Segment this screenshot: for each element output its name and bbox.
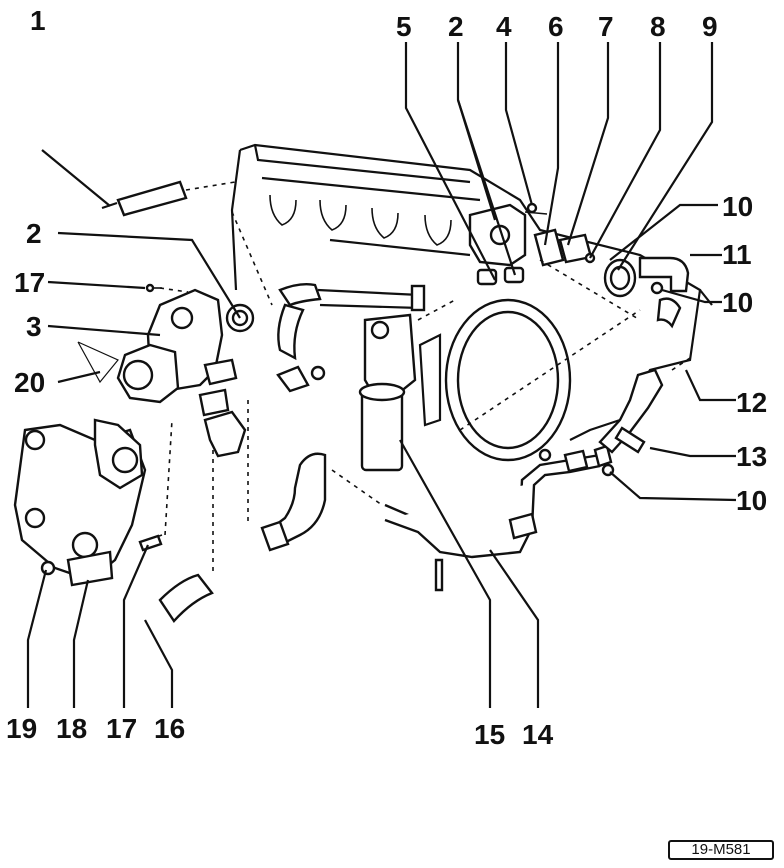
label-1: 1 [30,5,46,36]
label-17-upper: 17 [14,267,45,298]
label-12: 12 [736,387,767,418]
gasket-strip [101,180,236,217]
label-3: 3 [26,311,42,342]
label-5: 5 [396,11,412,42]
label-17-lower: 17 [106,713,137,744]
right-pipe [598,357,691,454]
bracket [13,418,163,587]
label-6: 6 [548,11,564,42]
label-13: 13 [736,441,767,472]
label-16: 16 [154,713,185,744]
bolts [138,287,189,552]
coolant-pipe [384,444,615,592]
label-18: 18 [56,713,87,744]
label-8: 8 [650,11,666,42]
reservoir [358,313,417,472]
round-cover [444,298,641,462]
upper-hose [276,282,426,393]
right-fittings [603,256,690,329]
callout-labels: 1 2 17 3 20 5 2 4 6 7 8 9 10 11 10 12 13… [6,5,767,750]
water-pump [77,283,255,458]
label-10-top: 10 [722,191,753,222]
label-20: 20 [14,367,45,398]
label-19: 19 [6,713,37,744]
label-15: 15 [474,719,505,750]
leader-lines [26,42,737,708]
label-10-low: 10 [736,485,767,516]
label-14: 14 [522,719,554,750]
top-fittings [468,202,596,286]
label-2-left: 2 [26,218,42,249]
label-9: 9 [702,11,718,42]
reference-code: 19-M581 [668,840,774,860]
label-10-mid: 10 [722,287,753,318]
label-11: 11 [722,239,752,270]
alignment-lines [231,211,641,506]
label-4: 4 [496,11,512,42]
label-2-top: 2 [448,11,464,42]
label-7: 7 [598,11,614,42]
coolant-hose [158,450,214,623]
lower-hose [247,400,327,552]
